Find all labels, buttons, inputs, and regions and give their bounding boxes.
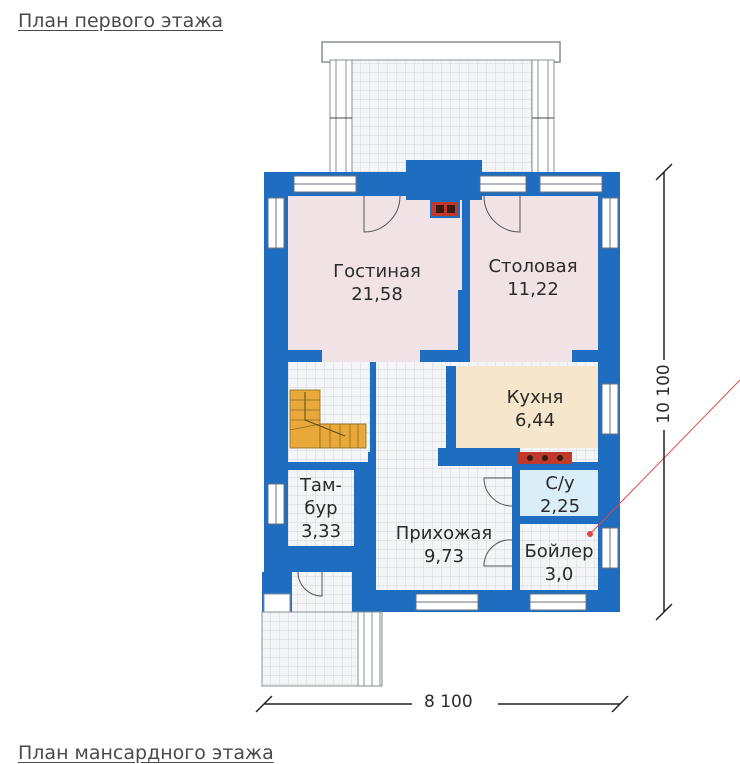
room-area: 21,58 bbox=[351, 284, 403, 305]
bathroom-area bbox=[520, 470, 598, 516]
hall-area bbox=[376, 462, 512, 590]
chimney bbox=[406, 160, 482, 218]
room-hall: Прихожая 9,73 bbox=[376, 522, 512, 568]
height-dimension-line bbox=[655, 163, 673, 621]
room-area: 3,0 bbox=[544, 564, 574, 585]
boiler-area bbox=[520, 524, 598, 590]
attic-plan-title: План мансардного этажа bbox=[18, 742, 274, 764]
room-name: Бойлер bbox=[524, 541, 594, 562]
staircase bbox=[288, 386, 368, 452]
room-name: Кухня bbox=[506, 387, 564, 408]
room-kitchen: Кухня 6,44 bbox=[470, 386, 600, 432]
vestibule-area bbox=[288, 470, 354, 546]
room-vestibule: Там- бур 3,33 bbox=[288, 474, 354, 543]
room-area: 11,22 bbox=[507, 279, 559, 300]
balcony bbox=[321, 41, 561, 179]
room-area: 6,44 bbox=[514, 410, 556, 431]
floor-plan-title: План первого этажа bbox=[18, 10, 224, 32]
door-swings bbox=[297, 195, 521, 597]
room-boiler: Бойлер 3,0 bbox=[516, 540, 602, 586]
room-dining: Столовая 11,22 bbox=[468, 255, 598, 301]
room-name-line2: бур bbox=[304, 498, 338, 519]
room-name: Столовая bbox=[488, 256, 578, 277]
entry-porch-inner bbox=[290, 572, 352, 612]
living-room-area bbox=[288, 196, 462, 362]
room-name: С/у bbox=[545, 473, 575, 494]
height-dimension-label: 10 100 bbox=[654, 364, 674, 424]
window-glazing bbox=[275, 183, 611, 603]
stove bbox=[518, 452, 572, 464]
room-living: Гостиная 21,58 bbox=[312, 260, 442, 306]
room-bathroom: С/у 2,25 bbox=[521, 472, 599, 518]
room-area: 2,25 bbox=[539, 496, 581, 517]
width-dimension-label: 8 100 bbox=[420, 692, 477, 712]
kitchen-area bbox=[456, 366, 598, 448]
room-name-line1: Там- bbox=[299, 475, 343, 496]
room-name: Прихожая bbox=[395, 523, 493, 544]
dining-room-area bbox=[470, 196, 598, 362]
room-area: 3,33 bbox=[300, 521, 342, 542]
room-area: 9,73 bbox=[423, 546, 465, 567]
width-dimension-line bbox=[255, 695, 629, 713]
pointer-line bbox=[587, 379, 740, 537]
entrance-porch bbox=[261, 572, 383, 687]
windows bbox=[267, 175, 619, 611]
room-name: Гостиная bbox=[333, 261, 421, 282]
